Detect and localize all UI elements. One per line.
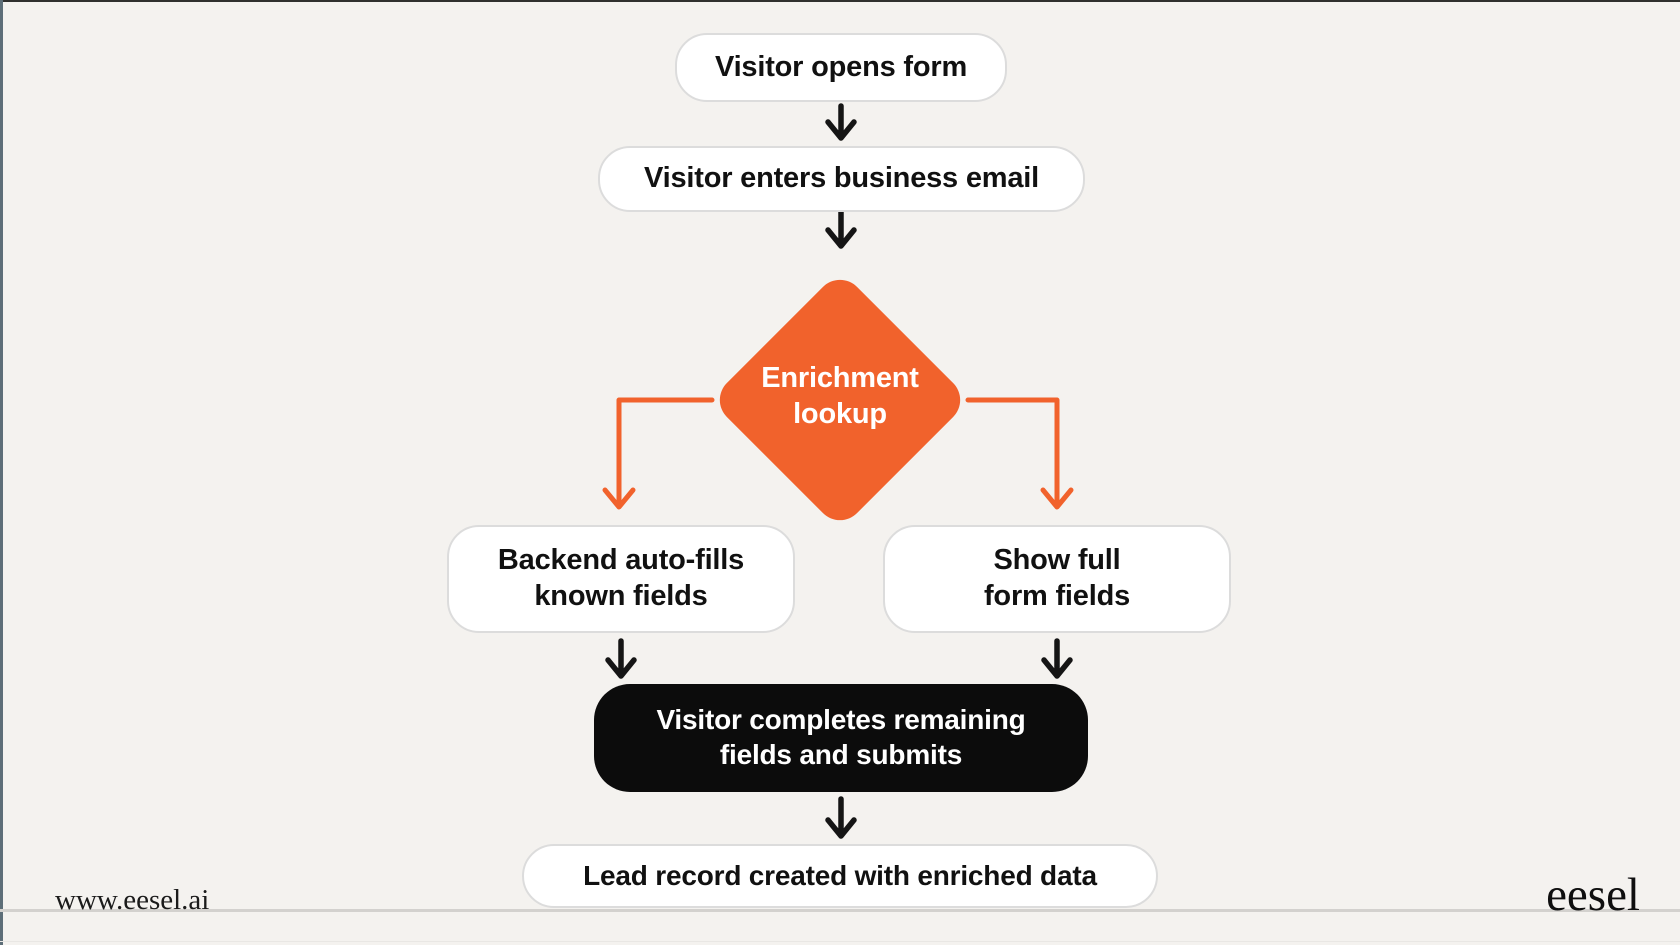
node-show-full-form: Show full form fields — [883, 525, 1231, 633]
node-visitor-completes-submits: Visitor completes remaining fields and s… — [594, 684, 1088, 792]
arrow-merge-to-result — [825, 796, 857, 839]
node-visitor-enters-email: Visitor enters business email — [598, 146, 1085, 212]
node-visitor-opens-form: Visitor opens form — [675, 33, 1007, 102]
arrow-decision-to-branch-left — [602, 397, 715, 510]
decision-label: Enrichment lookup — [761, 362, 919, 431]
bottom-faint-line — [0, 941, 1680, 942]
arrow-branch-left-to-merge — [605, 638, 637, 679]
node-backend-autofills: Backend auto-fills known fields — [447, 525, 795, 633]
top-border-line — [0, 0, 1680, 2]
eesel-logo: eesel — [1546, 869, 1640, 921]
arrow-decision-to-branch-right — [965, 397, 1074, 510]
bottom-divider-line — [0, 909, 1680, 912]
node-lead-record-created: Lead record created with enriched data — [522, 844, 1158, 908]
arrow-step1-to-step2 — [825, 103, 857, 141]
arrow-step2-to-decision — [825, 209, 857, 249]
left-border-line — [0, 0, 3, 945]
footer-website-url: www.eesel.ai — [55, 884, 210, 916]
arrow-branch-right-to-merge — [1041, 638, 1073, 679]
